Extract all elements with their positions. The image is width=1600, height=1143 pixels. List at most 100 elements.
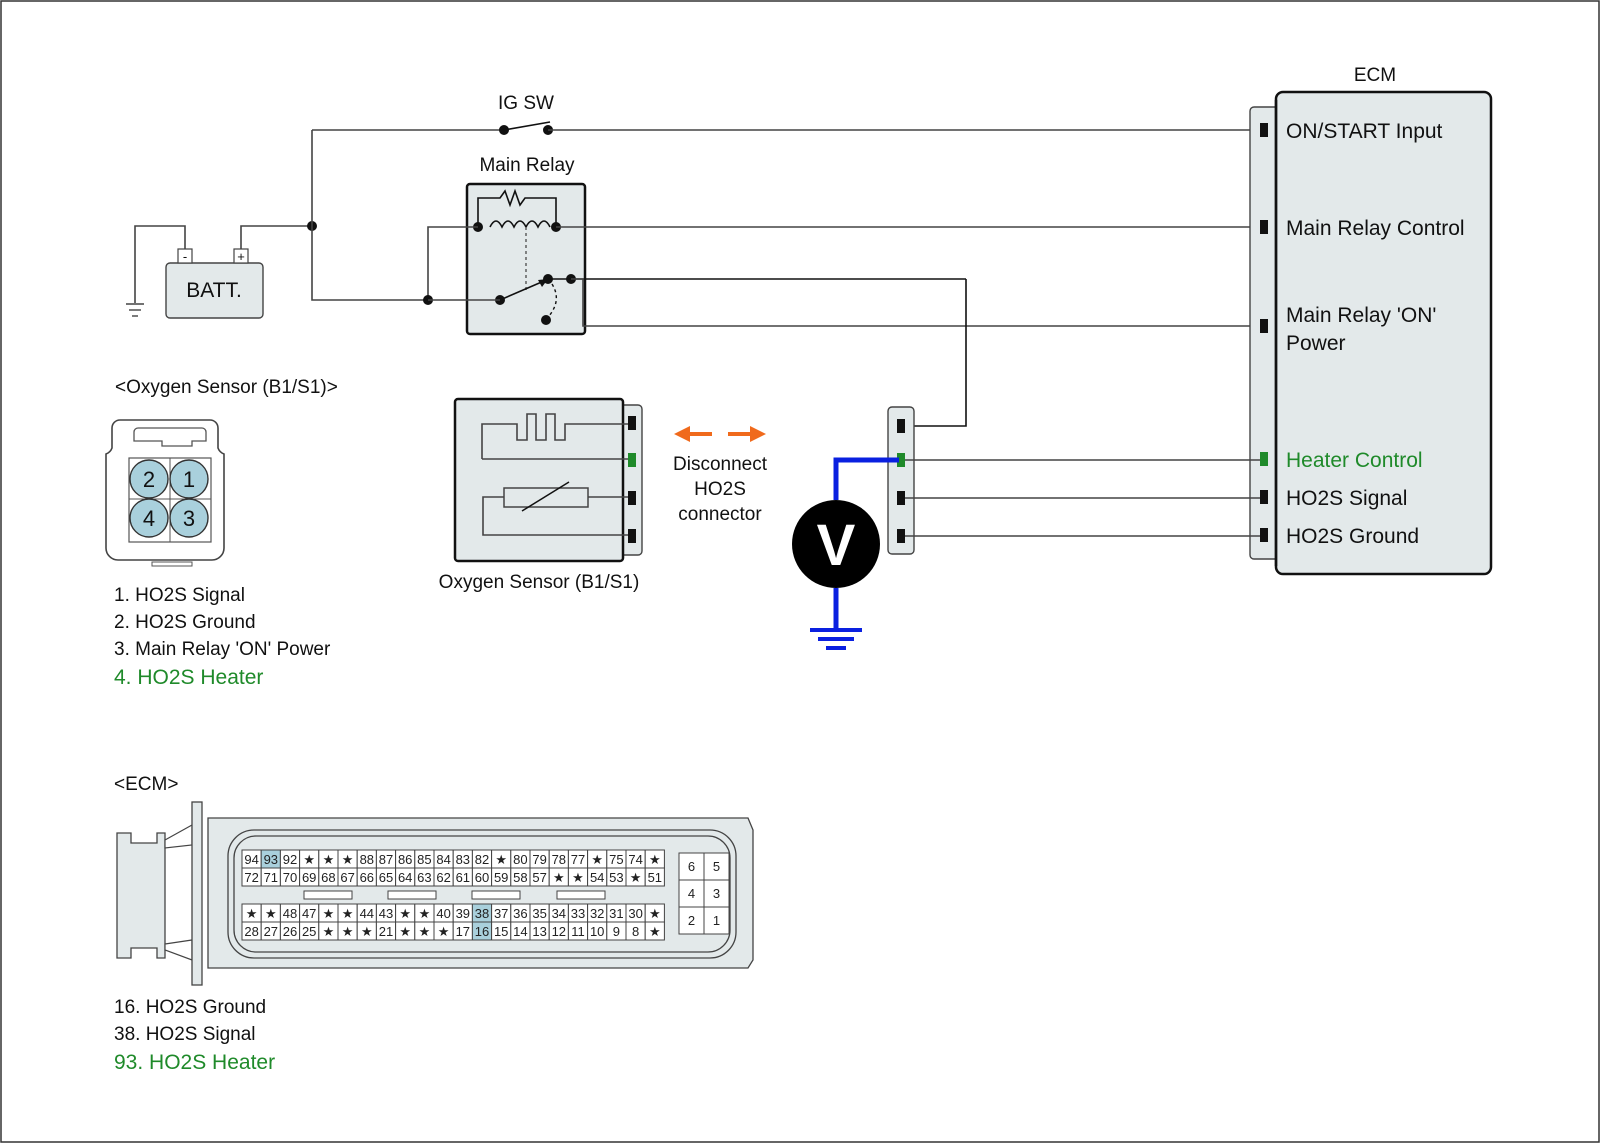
ecm-terminal-label: Heater Control [1286, 449, 1423, 472]
ecm-pin: 66 [356, 867, 377, 887]
ecm-pin: 77 [567, 849, 589, 869]
ecm-terminal-ho2s-ground: HO2S Ground [1260, 525, 1419, 548]
ecm-pin: 14 [510, 921, 531, 941]
ecm-pin-number: ★ [399, 924, 411, 939]
ecm-pin: 36 [510, 903, 531, 923]
ecm-aux-pin: 4 [678, 879, 705, 908]
ecm-pin-unused: ★ [625, 867, 646, 887]
ecm-aux-pin-number: 5 [713, 859, 720, 874]
ecm-pin-number: 35 [532, 906, 546, 921]
ecm-terminal-label-line2: Power [1286, 332, 1346, 355]
disconnect-label-line3: connector [678, 504, 762, 525]
ecm-pin-number: 69 [302, 870, 316, 885]
ecm-aux-pin: 1 [703, 906, 730, 935]
ecm-pin: 68 [318, 867, 339, 887]
battery: - + BATT. [165, 248, 264, 319]
ecm-pin: 82 [471, 849, 493, 869]
terminal-pin-icon [1260, 528, 1268, 542]
ecm-legend-item-heater: 93. HO2S Heater [114, 1051, 275, 1074]
ecm-pin-number: ★ [246, 906, 258, 921]
sensor-pin-heater-icon [628, 453, 636, 467]
ecm-pin-unused: ★ [318, 903, 339, 923]
ground-icon [810, 628, 862, 650]
sensor-pin-4: 4 [129, 498, 169, 538]
ecm-pin: 75 [606, 849, 627, 869]
ecm-terminal-heater-control: Heater Control [1260, 449, 1423, 472]
ecm-pin: 44 [356, 903, 377, 923]
ecm-pin-number: 17 [456, 924, 470, 939]
relay-coil-feed-wire [427, 226, 478, 300]
ecm-pin-unused: ★ [260, 903, 281, 923]
ecm-pin: 94 [241, 849, 262, 869]
ecm-pin: 79 [529, 849, 550, 869]
ecm-pin: 33 [567, 903, 589, 923]
ecm-pin-number: 71 [264, 870, 278, 885]
ecm-pin: 38 [471, 903, 493, 923]
ecm-pin: 47 [299, 903, 320, 923]
ecm-pin: 84 [433, 849, 454, 869]
ecm-pin-number: 68 [321, 870, 335, 885]
ecm-pin: 8 [625, 921, 646, 941]
battery-label: BATT. [186, 279, 242, 302]
battery-positive-sign: + [237, 249, 245, 264]
ecm-pin: 67 [337, 867, 358, 887]
ecm-pin: 35 [529, 903, 550, 923]
pin-number: 4 [143, 506, 155, 531]
ecm-aux-pin: 3 [703, 879, 730, 908]
ecm-pin: 21 [375, 921, 397, 941]
ecm-pin: 80 [510, 849, 531, 869]
ecm-pin: 78 [548, 849, 569, 869]
ecm-aux-pin-number: 1 [713, 913, 720, 928]
ecm-pin-number: 47 [302, 906, 316, 921]
sensor-variable-resistor-icon [482, 481, 628, 536]
ecm-aux-pin: 2 [678, 906, 705, 935]
ecm-pin: 87 [375, 849, 397, 869]
ecm-pin-unused: ★ [587, 849, 608, 869]
ecm-pin: 64 [395, 867, 416, 887]
ecm-pin: 40 [433, 903, 454, 923]
relay-on-power-wire-ecm [571, 278, 1263, 327]
ecm-aux-pin-number: 6 [688, 859, 695, 874]
sensor-legend-item-heater: 4. HO2S Heater [114, 666, 263, 689]
ecm-terminal-label: Main Relay Control [1286, 217, 1465, 240]
ecm-pin-number: ★ [438, 924, 450, 939]
ecm-pin-number: 57 [532, 870, 546, 885]
ecm-pin-unused: ★ [356, 921, 377, 941]
harness-pin-icon [897, 529, 905, 543]
ecm-pin-unused: ★ [337, 849, 358, 869]
ecm-pin-number: 21 [379, 924, 393, 939]
ecm-pin-number: ★ [572, 870, 584, 885]
ecm-pin-number: 51 [648, 870, 662, 885]
sensor-pin-icon [628, 491, 636, 505]
ig-switch-label: IG SW [498, 93, 554, 114]
ecm-pin: 15 [491, 921, 512, 941]
ecm-pin-number: 40 [436, 906, 450, 921]
ecm-pin-unused: ★ [395, 903, 416, 923]
ecm-pin: 53 [606, 867, 627, 887]
sensor-pin-1: 1 [169, 459, 209, 499]
pin-number: 1 [183, 467, 195, 492]
ecm-pin: 17 [452, 921, 473, 941]
ecm-pin-number: 53 [609, 870, 623, 885]
battery-positive-wire [240, 225, 312, 249]
ecm-pin: 63 [414, 867, 435, 887]
ecm-pin-number: 30 [628, 906, 642, 921]
ecm-pin-number: 44 [360, 906, 374, 921]
ecm-pin-number: ★ [342, 924, 354, 939]
pin-number: 3 [183, 506, 195, 531]
ecm-pin-number: 77 [571, 852, 585, 867]
harness-connector [887, 406, 915, 555]
ecm-pin-unused: ★ [299, 849, 320, 869]
disconnect-label-line2: HO2S [694, 479, 746, 500]
ecm-pin-number: 75 [609, 852, 623, 867]
ecm-pin-number: 63 [417, 870, 431, 885]
pin-number: 2 [143, 467, 155, 492]
ecm-pin-number: 36 [513, 906, 527, 921]
ecm-pin-number: ★ [342, 906, 354, 921]
ecm-pin-number: 14 [513, 924, 527, 939]
sensor-pin-2: 2 [129, 459, 169, 499]
